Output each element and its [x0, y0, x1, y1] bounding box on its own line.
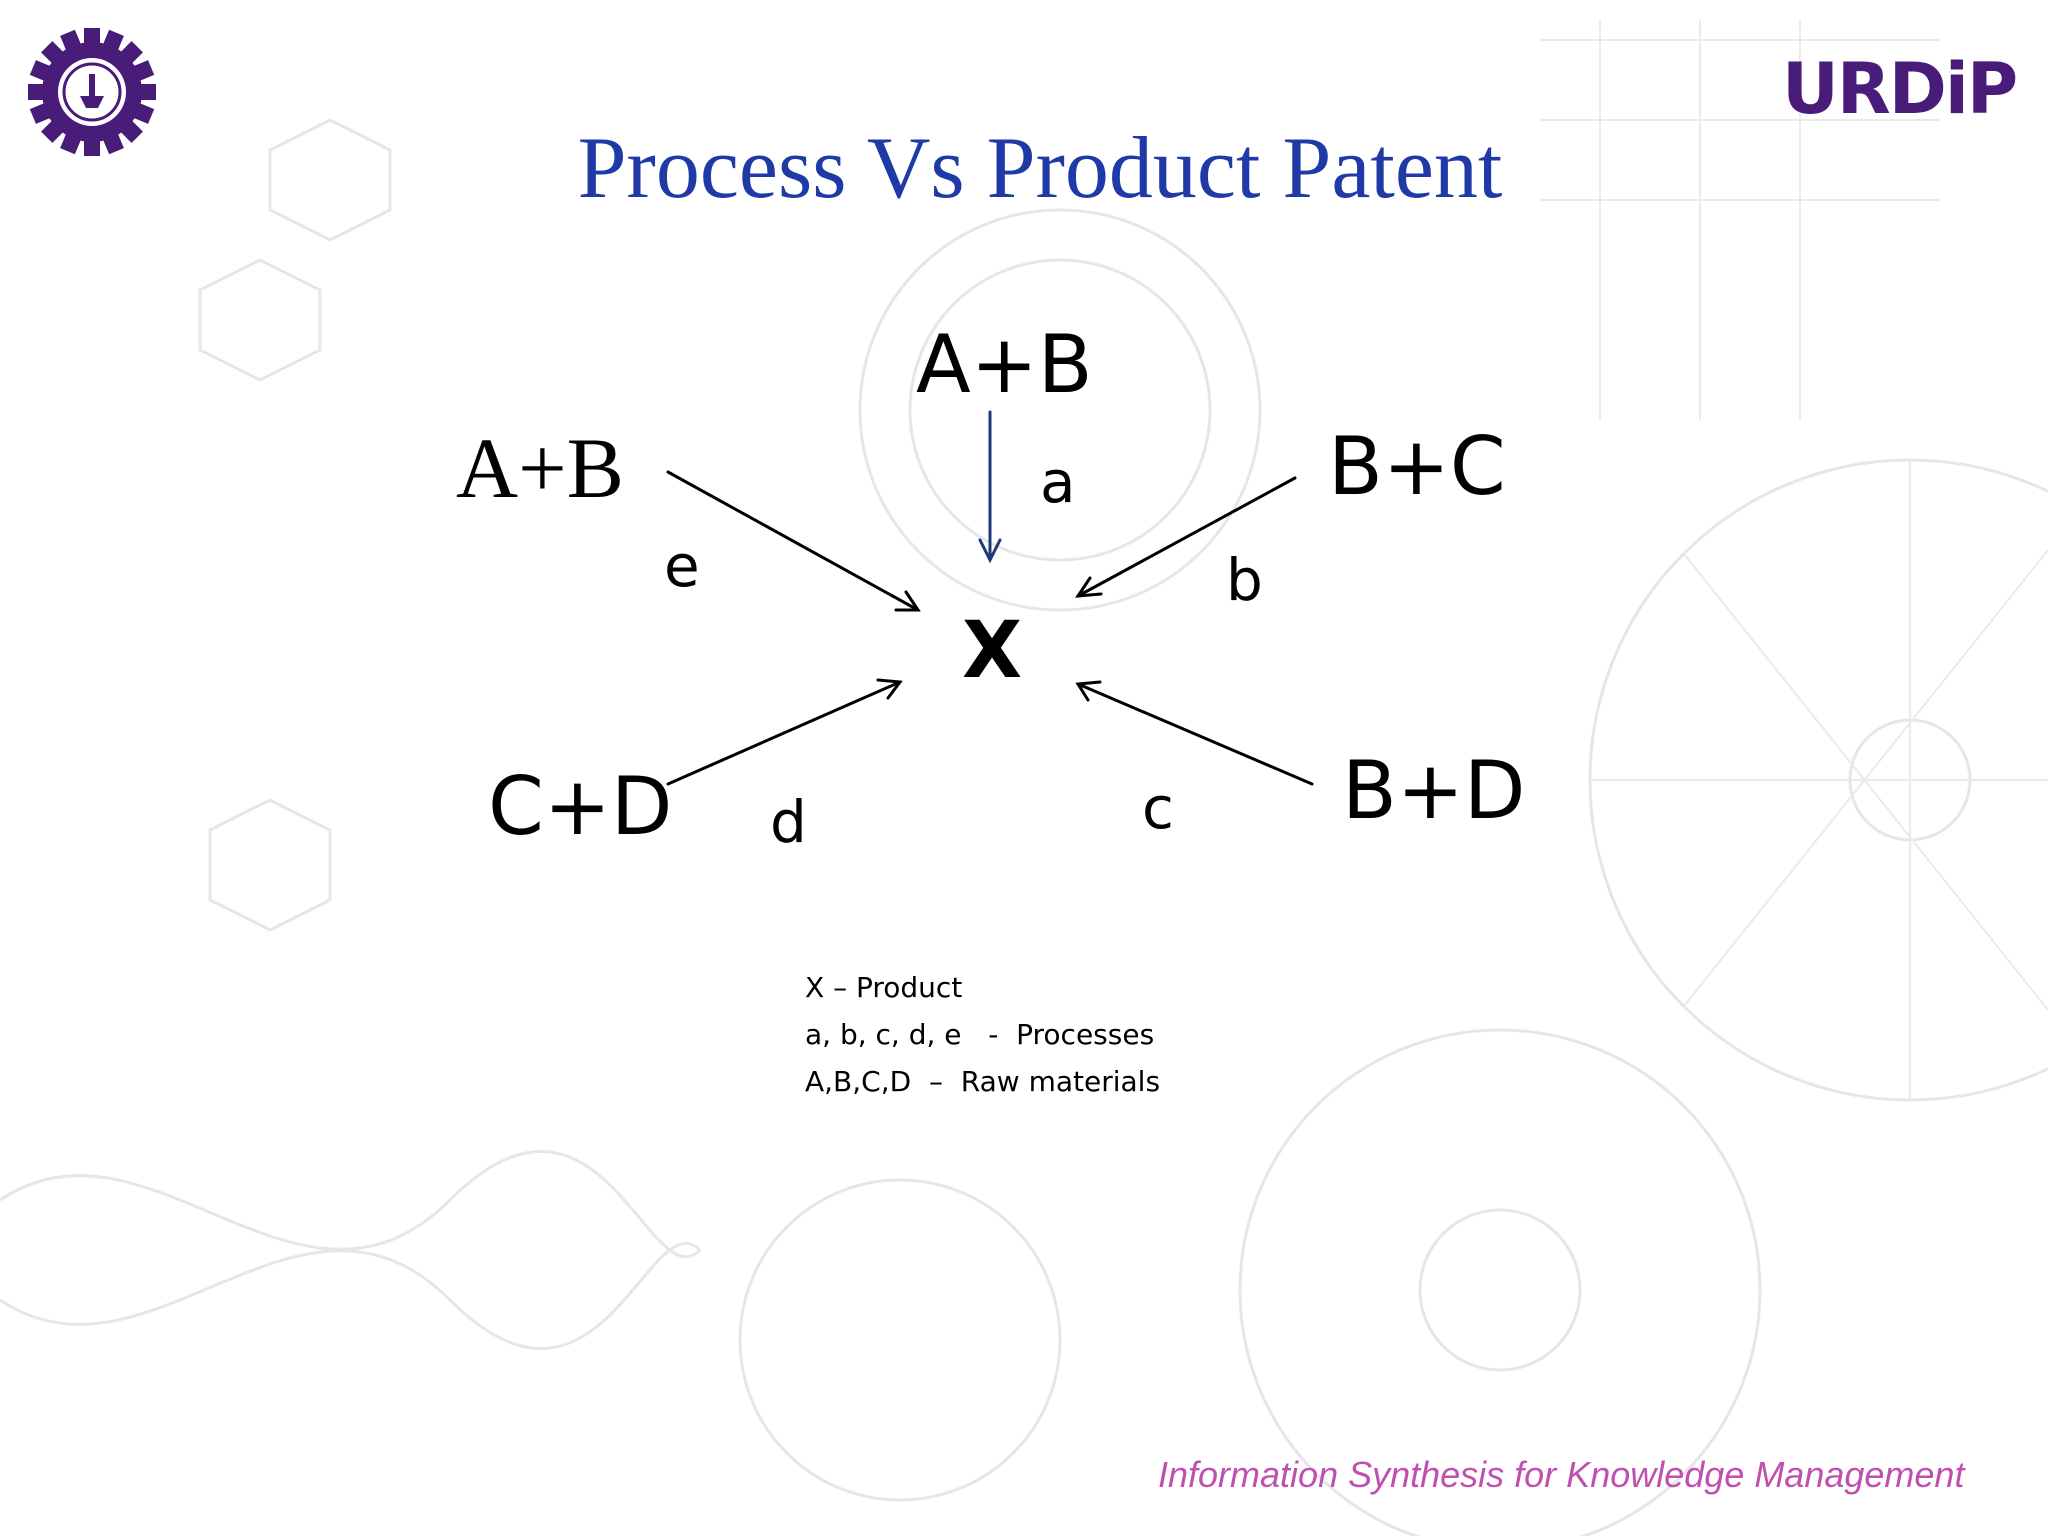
legend-raw-materials: A,B,C,D – Raw materials: [805, 1058, 1160, 1105]
legend: X – Product a, b, c, d, e - Processes A,…: [805, 964, 1160, 1105]
input-top: A+B: [916, 318, 1093, 411]
arrow-c: [1078, 684, 1312, 784]
process-e: e: [664, 532, 700, 600]
arrow-d: [668, 682, 900, 784]
legend-processes: a, b, c, d, e - Processes: [805, 1011, 1160, 1058]
process-b: b: [1226, 546, 1263, 614]
input-top-left: A+B: [456, 418, 624, 518]
process-c: c: [1142, 774, 1174, 842]
input-bottom-right: B+D: [1342, 744, 1526, 837]
input-top-right: B+C: [1328, 420, 1506, 513]
footer-tagline: Information Synthesis for Knowledge Mana…: [1158, 1454, 1964, 1496]
process-d: d: [770, 788, 807, 856]
product-x: X: [962, 606, 1022, 696]
legend-product: X – Product: [805, 964, 1160, 1011]
arrow-e: [668, 472, 918, 610]
input-bottom-left: C+D: [488, 760, 673, 853]
process-a: a: [1040, 448, 1076, 516]
